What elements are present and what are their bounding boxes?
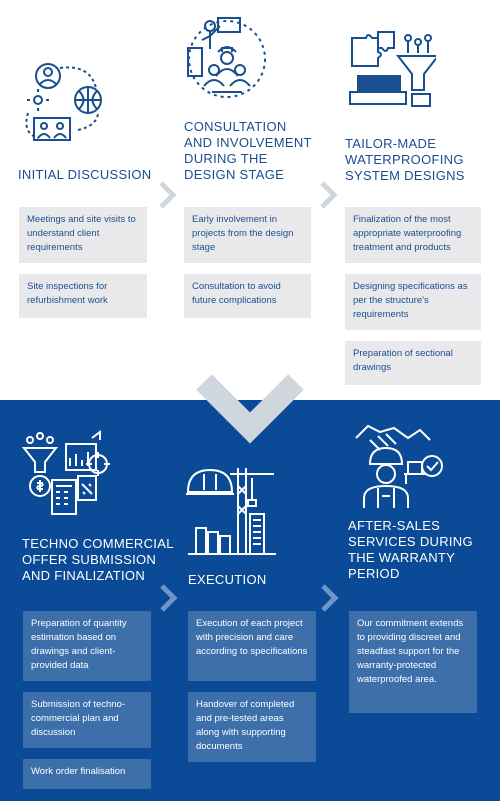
list-item: Preparation of sectional drawings (345, 341, 481, 385)
list-item: Site inspections for refurbishment work (19, 274, 147, 318)
stage-title-execution: EXECUTION (188, 572, 267, 587)
list-item: Our commitment extends to providing disc… (349, 611, 477, 713)
chevron-right-icon (160, 584, 178, 612)
list-item: Submission of techno-commercial plan and… (23, 692, 151, 748)
funnel-finance-icon (22, 430, 110, 515)
team-meeting-icon (187, 17, 266, 98)
stage-title-after-sales: AFTER-SALES SERVICES DURING THE WARRANTY… (348, 518, 473, 581)
list-item: Designing specifications as per the stru… (345, 274, 481, 330)
chevron-down-icon (196, 374, 304, 444)
stage-title-techno-commercial: TECHNO COMMERCIAL OFFER SUBMISSION AND F… (22, 536, 174, 583)
chevron-right-icon (159, 181, 177, 209)
list-item: Execution of each project with precision… (188, 611, 316, 681)
people-network-icon (25, 63, 102, 141)
list-item: Consultation to avoid future complicatio… (184, 274, 311, 318)
handshake-worker-icon (355, 424, 443, 508)
list-item: Preparation of quantity estimation based… (23, 611, 151, 681)
puzzle-funnel-icon (349, 31, 436, 107)
list-item: Finalization of the most appropriate wat… (345, 207, 481, 263)
list-item: Meetings and site visits to understand c… (19, 207, 147, 263)
stage-title-consultation: CONSULTATION AND INVOLVEMENT DURING THE … (184, 119, 312, 182)
list-item: Handover of completed and pre-tested are… (188, 692, 316, 762)
chevron-right-icon (320, 181, 338, 209)
stage-title-tailor-made: TAILOR-MADE WATERPROOFING SYSTEM DESIGNS (345, 136, 465, 183)
chevron-right-icon (321, 584, 339, 612)
construction-icon (186, 468, 276, 555)
list-item: Work order finalisation (23, 759, 151, 789)
bottom-section: TECHNO COMMERCIAL OFFER SUBMISSION AND F… (0, 400, 500, 801)
list-item: Early involvement in projects from the d… (184, 207, 311, 263)
top-section: INITIAL DISCUSSION CONSULTATION AND INVO… (0, 0, 500, 400)
stage-title-initial-discussion: INITIAL DISCUSSION (18, 167, 152, 182)
